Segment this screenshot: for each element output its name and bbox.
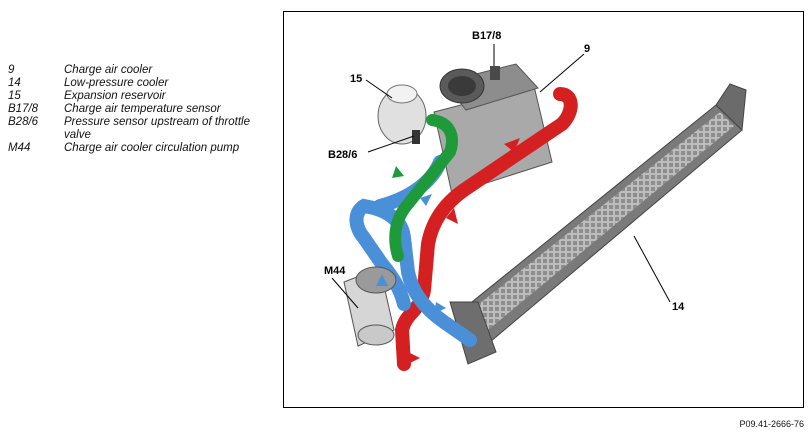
legend-code: 9 (8, 64, 15, 76)
green-coolant-line (389, 114, 458, 262)
hot-coolant-line (394, 87, 578, 371)
legend-desc: Charge air temperature sensor (64, 103, 221, 115)
legend-code: 15 (8, 90, 21, 102)
legend-code: B17/8 (8, 103, 39, 115)
legend-row-9: 9 Charge air cooler (8, 64, 264, 77)
legend-code: 14 (8, 77, 21, 89)
callout-14: 14 (672, 301, 685, 313)
pressure-sensor (412, 130, 420, 144)
callout-15: 15 (350, 73, 362, 85)
diagram-frame: B17/8 9 15 B28/6 M44 14 (283, 11, 804, 408)
figure-reference: P09.41-2666-76 (739, 419, 804, 429)
leader-lines (331, 44, 671, 309)
cooling-diagram: B17/8 9 15 B28/6 M44 14 (324, 30, 747, 371)
legend-row-15: 15 Expansion reservoir (8, 90, 264, 103)
legend-row-b17-8: B17/8 Charge air temperature sensor (8, 103, 264, 116)
charge-air-temp-sensor (490, 66, 500, 80)
legend-row-b28-6: B28/6 Pressure sensor upstream of thrott… (8, 116, 264, 142)
legend-row-m44: M44 Charge air cooler circulation pump (8, 142, 264, 155)
callout-m44: M44 (324, 265, 346, 277)
callout-b28-6: B28/6 (328, 149, 357, 161)
legend-desc: Charge air cooler (64, 64, 153, 76)
legend-row-14: 14 Low-pressure cooler (8, 77, 264, 90)
legend-desc: Charge air cooler circulation pump (64, 142, 240, 154)
legend: 9 Charge air cooler 14 Low-pressure cool… (8, 64, 264, 155)
legend-desc: Pressure sensor upstream of throttle val… (64, 116, 250, 141)
legend-desc: Expansion reservoir (64, 90, 166, 102)
low-pressure-cooler (449, 83, 747, 365)
callout-9: 9 (584, 43, 590, 55)
circulation-pump (343, 266, 397, 347)
legend-code: B28/6 (8, 116, 39, 128)
charge-air-cooler (433, 63, 553, 195)
legend-desc: Low-pressure cooler (64, 77, 169, 89)
callout-b17-8: B17/8 (472, 30, 501, 42)
flow-arrows (360, 138, 520, 364)
legend-code: M44 (8, 142, 31, 154)
